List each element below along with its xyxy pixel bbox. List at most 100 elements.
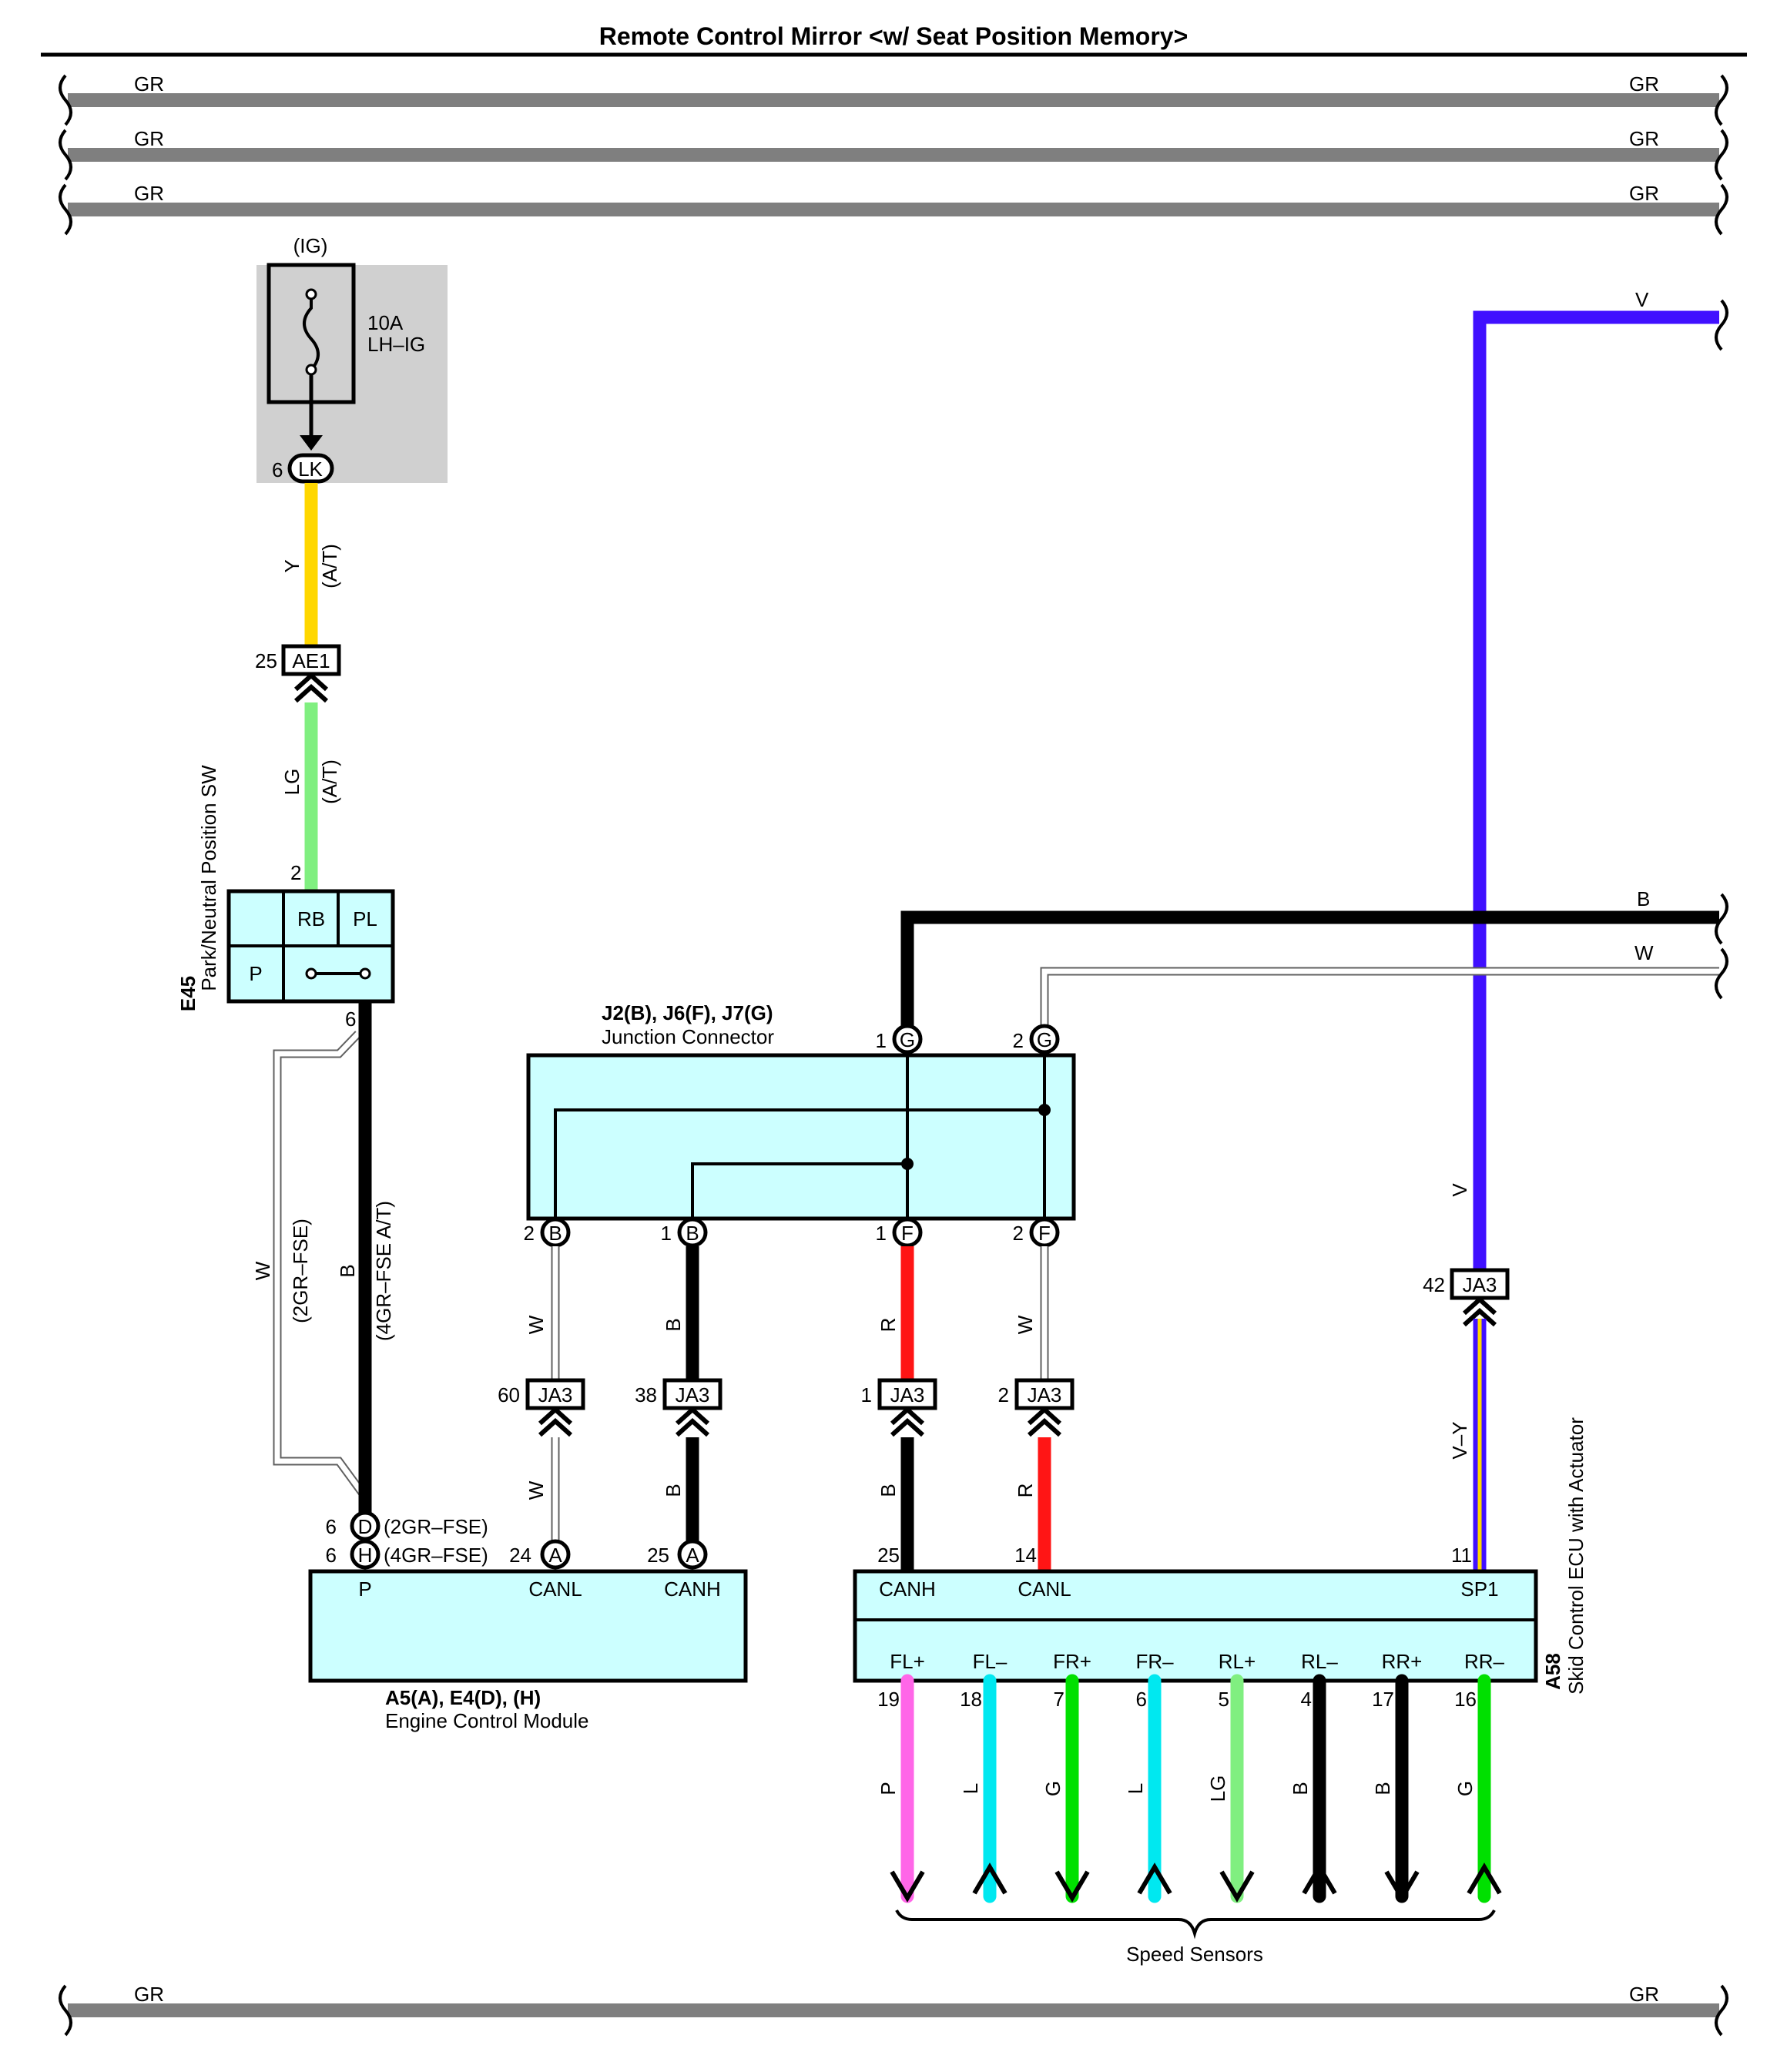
wire-can-upper-3-label: R	[877, 1318, 900, 1333]
skid-terminal-fr-minus: FR–	[1135, 1650, 1174, 1673]
sensor-pin-rr-minus: 16	[1454, 1688, 1477, 1711]
ae1-chevron-icon	[293, 672, 329, 703]
top-bus-1-right-label: GR	[1629, 72, 1659, 96]
e45-switch: E45 Park/Neutral Position SW 2 RB PL P 6	[176, 765, 395, 1031]
ja3-2-label: JA3	[1028, 1383, 1062, 1406]
sensor-arrow-icon-rl-minus	[1302, 1862, 1337, 1895]
sensor-pin-rr-plus: 17	[1372, 1688, 1394, 1711]
sensor-pin-fr-plus: 7	[1054, 1688, 1064, 1711]
fuse-arrow-icon	[300, 435, 323, 451]
speed-sensor-wires: FL+19PFL–18LFR+7GFR–6LRL+5LGRL–4BRR+17BR…	[877, 1650, 1505, 1903]
junction-top-pin-1: 1	[876, 1029, 887, 1052]
e45-code: E45	[176, 976, 199, 1011]
e45-cell-pl: PL	[353, 907, 377, 930]
wire-can-upper-2-label: B	[662, 1318, 685, 1331]
junction-bottom-pin-4: 2	[1013, 1222, 1024, 1245]
skid-terminal-rl-plus: RL+	[1219, 1650, 1256, 1673]
skid-terminal-fl-minus: FL–	[973, 1650, 1007, 1673]
e45-b-color-label: B	[336, 1264, 359, 1277]
e45-w-color-label: W	[251, 1261, 274, 1280]
skid-code: A58	[1541, 1653, 1564, 1690]
speed-sensors-brace	[895, 1909, 1496, 1940]
sensor-wire-color-fr-plus: G	[1041, 1781, 1064, 1796]
top-bus-3-left-label: GR	[134, 182, 164, 205]
junction-top-pin-2: 2	[1013, 1029, 1024, 1052]
wire-y-note: (A/T)	[318, 544, 341, 588]
sensor-wire-color-fr-minus: L	[1124, 1783, 1147, 1794]
sensor-wire-color-rr-plus: B	[1371, 1782, 1394, 1795]
ja3-1-label: JA3	[890, 1383, 925, 1406]
junction-top-label-2: G	[1037, 1028, 1052, 1051]
ecm-pin-h-note: (4GR–FSE)	[384, 1544, 488, 1567]
e45-contact-icon	[305, 967, 317, 980]
junction-bottom-pin-1: 2	[524, 1222, 535, 1245]
ja3-42-chevron-icon	[1462, 1296, 1497, 1327]
ja3-60-chevron-icon	[538, 1406, 573, 1437]
skid-name: Skid Control ECU with Actuator	[1564, 1417, 1588, 1695]
ae1-pin-number: 25	[255, 649, 277, 672]
fuse-name: LH–IG	[367, 333, 425, 356]
wire-can-upper-1-label: W	[525, 1315, 548, 1334]
skid-terminal-rr-plus: RR+	[1382, 1650, 1423, 1673]
ja3-connector-1: 1 JA3	[861, 1378, 937, 1437]
ja3-38-label: JA3	[676, 1383, 710, 1406]
sensor-wire-color-fl-plus: P	[877, 1782, 900, 1795]
wire-lg-note: (A/T)	[318, 759, 341, 804]
bottom-bus: GR GR	[59, 1983, 1728, 2037]
ja3-connector-60: 60 JA3	[498, 1378, 585, 1437]
sensor-wire-color-rr-minus: G	[1453, 1781, 1477, 1796]
sensor-arrow-icon-rr-plus	[1384, 1870, 1420, 1903]
ecm-pin-d-note: (2GR–FSE)	[384, 1515, 488, 1538]
sensor-arrow-icon-rl-plus	[1219, 1870, 1255, 1903]
e45-bottom-pin: 6	[345, 1008, 356, 1031]
wire-can-lower-2-label: B	[662, 1484, 685, 1497]
lk-pin-number: 6	[272, 458, 283, 481]
ja3-2-chevron-icon	[1027, 1406, 1062, 1437]
engine-control-module: 6 D (2GR–FSE) 6 H (4GR–FSE) 24 A 25 A P …	[308, 1510, 748, 1732]
junction-splice-g2	[1038, 1104, 1051, 1116]
wire-v-mid-label: V	[1448, 1183, 1471, 1197]
wire-w-right	[1040, 967, 1719, 1028]
wire-can-lower-3-label: B	[877, 1484, 900, 1497]
junction-splice-g1	[901, 1158, 914, 1170]
ecm-pin-d-number: 6	[326, 1515, 337, 1538]
wire-b-right	[900, 910, 1719, 1028]
wire-lg-color-label: LG	[280, 769, 303, 796]
ecm-terminal-canh: CANH	[664, 1577, 721, 1601]
skid-terminal-canl: CANL	[1018, 1577, 1071, 1601]
skid-terminal-sp1: SP1	[1460, 1577, 1498, 1601]
fuse-block: (IG) 10A LH–IG 6 LK	[256, 234, 448, 484]
sensor-wire-color-rl-plus: LG	[1206, 1775, 1229, 1802]
ja3-60-label: JA3	[538, 1383, 573, 1406]
junction-bottom-label-4: F	[1038, 1222, 1051, 1245]
junction-bottom-label-2: B	[686, 1222, 699, 1245]
e45-name: Park/Neutral Position SW	[197, 765, 220, 991]
ja3-connector-38: 38 JA3	[635, 1378, 723, 1437]
ja3-42-label: JA3	[1463, 1273, 1497, 1296]
skid-pin-canh: 25	[877, 1544, 900, 1567]
e45-cell-rb: RB	[297, 907, 325, 930]
skid-terminal-rr-minus: RR–	[1464, 1650, 1505, 1673]
junction-top-label-1: G	[900, 1028, 915, 1051]
ja3-38-chevron-icon	[675, 1406, 710, 1437]
skid-terminal-fr-plus: FR+	[1053, 1650, 1091, 1673]
sensor-pin-rl-plus: 5	[1219, 1688, 1229, 1711]
junction-bottom-label-1: B	[548, 1222, 562, 1245]
wire-b-right-label: B	[1637, 887, 1650, 910]
sensor-wire-color-rl-minus: B	[1289, 1782, 1312, 1795]
ecm-pin-canh-number: 25	[647, 1544, 669, 1567]
ecm-pin-h-label: H	[358, 1544, 373, 1567]
e45-w-note: (2GR–FSE)	[289, 1219, 312, 1323]
skid-terminal-canh: CANH	[879, 1577, 936, 1601]
wire-can-lower-1-label: W	[525, 1480, 548, 1500]
connector-ae1: 25 AE1	[255, 644, 341, 703]
sensor-pin-fr-minus: 6	[1136, 1688, 1147, 1711]
top-bus-3-right-label: GR	[1629, 182, 1659, 205]
bottom-bus-left-label: GR	[134, 1983, 164, 2006]
wire-v-top	[1473, 310, 1719, 1280]
ecm-pin-canl-number: 24	[509, 1544, 531, 1567]
junction-bottom-pin-3: 1	[876, 1222, 887, 1245]
sensor-arrow-icon-rr-minus	[1467, 1862, 1502, 1895]
speed-sensors-label: Speed Sensors	[1126, 1943, 1263, 1966]
